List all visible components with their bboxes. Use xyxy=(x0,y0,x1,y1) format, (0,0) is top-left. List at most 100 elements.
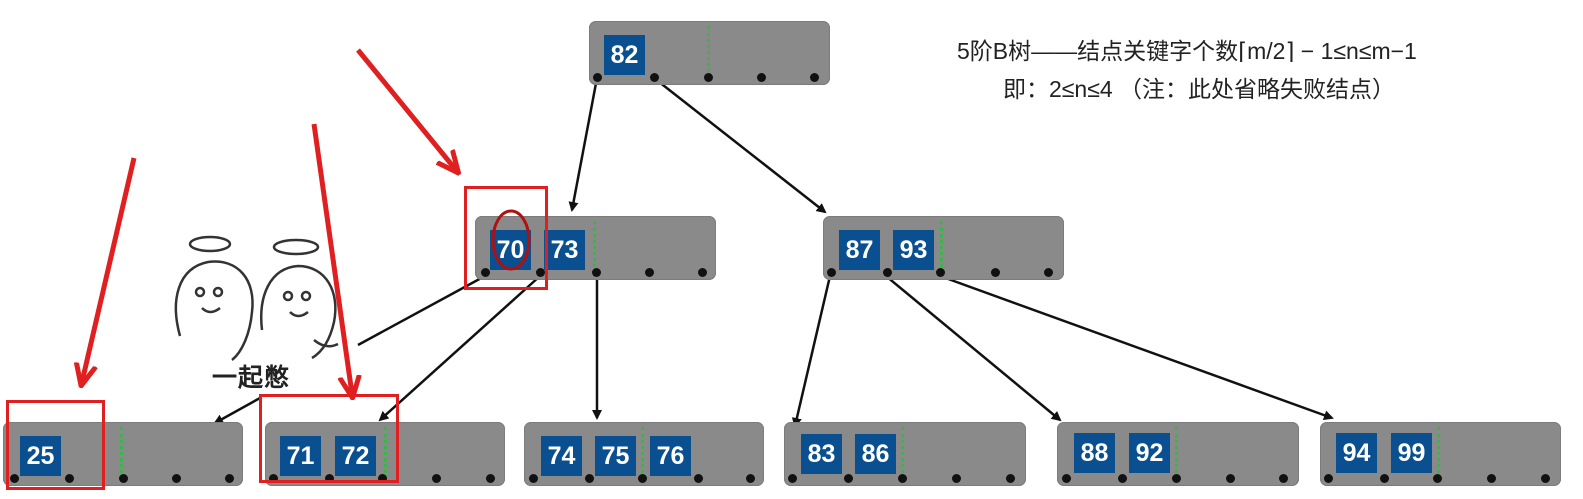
edge-left-leaf1-tail xyxy=(213,396,261,425)
edge-root-left xyxy=(568,77,599,212)
pointer-dot xyxy=(757,73,766,82)
separator xyxy=(707,26,710,78)
key-87: 87 xyxy=(839,230,880,270)
pointer-dot xyxy=(325,474,334,483)
edge-right-leaf4 xyxy=(791,275,832,428)
internal-node-left: 70 73 xyxy=(475,216,716,280)
key-25: 25 xyxy=(20,436,61,476)
pointer-dot xyxy=(432,474,441,483)
pointer-dot xyxy=(1380,474,1389,483)
ghost-figure-icon xyxy=(174,260,254,361)
pointer-dot xyxy=(592,268,601,277)
key-74: 74 xyxy=(541,436,582,476)
pointer-dot xyxy=(694,474,703,483)
pointer-dot xyxy=(1487,474,1496,483)
key-99: 99 xyxy=(1391,433,1432,473)
key-82: 82 xyxy=(604,35,645,75)
key-94: 94 xyxy=(1336,433,1377,473)
pointer-dot xyxy=(810,73,819,82)
circle-mark-70 xyxy=(491,209,531,271)
edge-left-leaf2 xyxy=(378,275,541,422)
pointer-dot xyxy=(378,474,387,483)
highlight-box-key-25 xyxy=(6,400,105,490)
key-72: 72 xyxy=(335,436,376,476)
key-93: 93 xyxy=(893,230,934,270)
separator xyxy=(940,221,943,273)
pointer-dot xyxy=(269,474,278,483)
pointer-dot xyxy=(536,268,545,277)
key-86: 86 xyxy=(855,434,896,474)
key-88: 88 xyxy=(1074,433,1115,473)
pointer-dot xyxy=(10,474,19,483)
b-tree-range-note: 即：2≤n≤4 （注：此处省略失败结点） xyxy=(1003,76,1396,102)
pointer-dot xyxy=(827,268,836,277)
key-71: 71 xyxy=(280,436,321,476)
pointer-dot xyxy=(65,474,74,483)
key-83: 83 xyxy=(801,434,842,474)
leaf-node-5: 88 92 xyxy=(1057,422,1299,486)
pointer-dot xyxy=(1324,474,1333,483)
pointer-dot xyxy=(704,73,713,82)
pointer-dot xyxy=(593,73,602,82)
halo-icon xyxy=(188,235,232,253)
key-75: 75 xyxy=(595,436,636,476)
key-73: 73 xyxy=(544,230,585,270)
pointer-dot xyxy=(844,474,853,483)
pointer-dot xyxy=(883,268,892,277)
pointer-dot xyxy=(119,474,128,483)
separator xyxy=(593,221,596,273)
pointer-dot xyxy=(1172,474,1181,483)
edge-root-right xyxy=(653,77,827,214)
pointer-dot xyxy=(898,474,907,483)
pointer-dot xyxy=(529,474,538,483)
pointer-dot xyxy=(1118,474,1127,483)
pointer-dot xyxy=(645,268,654,277)
pointer-dot xyxy=(1006,474,1015,483)
pointer-dot xyxy=(936,268,945,277)
pointer-dot xyxy=(788,474,797,483)
leaf-node-4: 83 86 xyxy=(784,422,1026,486)
highlight-box-node-70 xyxy=(464,186,548,290)
pointer-dot xyxy=(1044,268,1053,277)
meme-caption: 一起憋 xyxy=(212,364,291,392)
leaf-node-1: 25 xyxy=(3,422,243,486)
key-92: 92 xyxy=(1129,433,1170,473)
edge-left-leaf1 xyxy=(357,274,486,347)
b-tree-rule-note: 5阶B树——结点关键字个数⌈m/2⌉ − 1≤n≤m−1 xyxy=(957,38,1417,64)
pointer-dot xyxy=(1541,474,1550,483)
pointer-dot xyxy=(481,268,490,277)
separator xyxy=(384,427,387,479)
highlight-box-keys-71-72 xyxy=(259,394,399,483)
pointer-dot xyxy=(585,474,594,483)
key-76: 76 xyxy=(650,436,691,476)
pointer-dot xyxy=(638,474,647,483)
red-arrow-to-key-25 xyxy=(82,157,137,382)
separator xyxy=(120,427,123,479)
pointer-dot xyxy=(650,73,659,82)
halo-icon xyxy=(272,238,320,256)
pointer-dot xyxy=(746,474,755,483)
ghost-figure-icon xyxy=(260,264,337,360)
edge-right-leaf6 xyxy=(939,274,1334,420)
separator xyxy=(1175,427,1178,479)
separator xyxy=(1437,427,1440,479)
internal-node-right: 87 93 xyxy=(823,216,1064,280)
pointer-dot xyxy=(225,474,234,483)
leaf-node-3: 74 75 76 xyxy=(524,422,764,486)
pointer-dot xyxy=(1433,474,1442,483)
leaf-node-6: 94 99 xyxy=(1320,422,1561,486)
leaf-node-2: 71 72 xyxy=(265,422,505,486)
pointer-dot xyxy=(172,474,181,483)
key-70: 70 xyxy=(490,230,531,270)
pointer-dot xyxy=(486,474,495,483)
root-node: 82 xyxy=(589,21,830,85)
pointer-dot xyxy=(991,268,1000,277)
separator xyxy=(901,427,904,479)
pointer-dot xyxy=(698,268,707,277)
pointer-dot xyxy=(1279,474,1288,483)
pointer-dot xyxy=(1062,474,1071,483)
red-arrow-to-node-70 xyxy=(356,48,456,170)
